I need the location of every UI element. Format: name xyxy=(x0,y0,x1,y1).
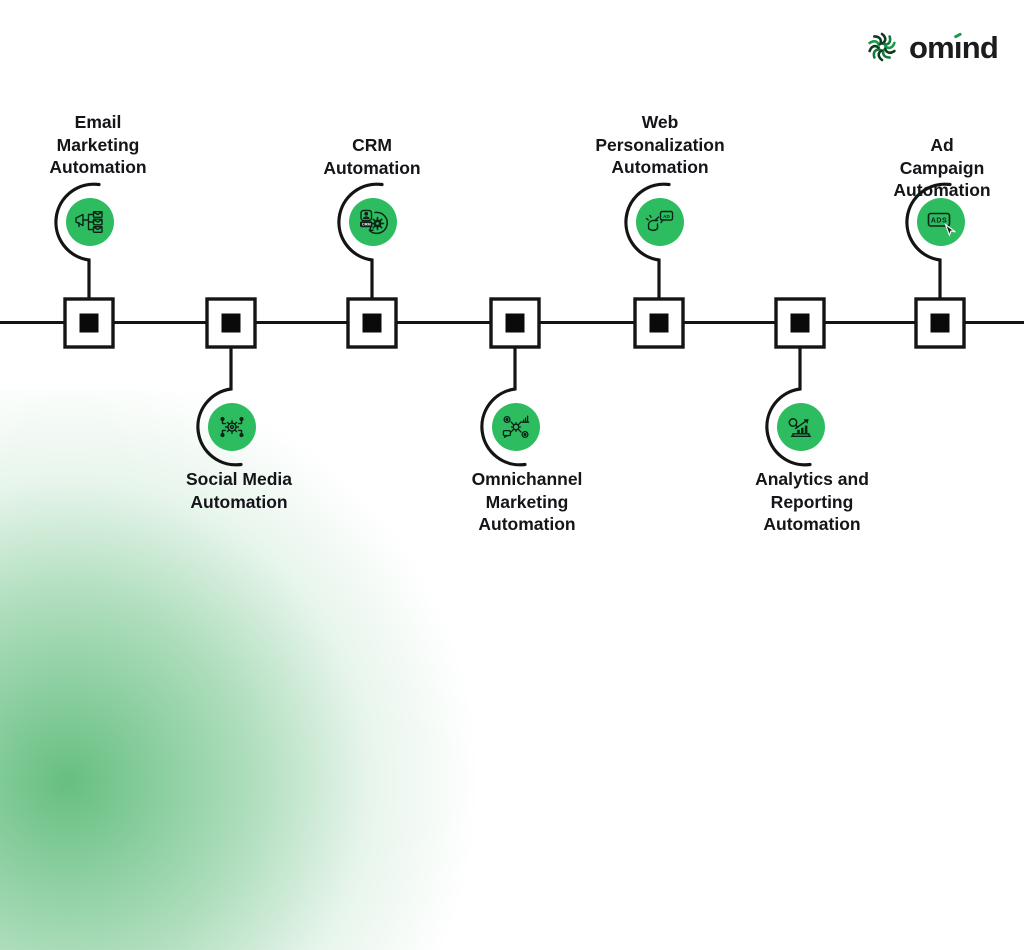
timeline-node-square xyxy=(346,297,398,349)
connector-crm xyxy=(337,182,384,301)
node-connectors-above xyxy=(54,182,952,301)
crm-icon: CRM xyxy=(360,209,388,235)
ad-tag-text: AD xyxy=(663,214,670,219)
label-email-marketing: Email Marketing Automation xyxy=(49,112,147,177)
connector-email xyxy=(54,182,101,301)
timeline-node-square xyxy=(205,297,257,349)
timeline-node-square xyxy=(63,297,115,349)
timeline-graphic: CRM AD xyxy=(0,182,1024,467)
omind-wordmark: om ı nd xyxy=(908,29,999,65)
label-social-media: Social Media Automation xyxy=(185,469,293,512)
timeline-node-square xyxy=(774,297,826,349)
node-connectors-below xyxy=(196,345,812,467)
email-marketing-icon xyxy=(75,210,103,233)
timeline-node-square xyxy=(633,297,685,349)
connector-social-media xyxy=(196,345,243,467)
label-omnichannel: Omnichannel Marketing Automation xyxy=(471,469,583,534)
timeline-squares xyxy=(63,297,966,349)
analytics-icon xyxy=(788,418,812,437)
circle-web-personalization xyxy=(636,198,684,246)
logo-text-om: om xyxy=(908,29,955,65)
timeline-node-square xyxy=(489,297,541,349)
logo-text-nd: nd xyxy=(961,29,999,65)
label-web-personalization: Web Personalization Automation xyxy=(595,112,725,177)
omnichannel-icon xyxy=(502,415,530,439)
label-analytics: Analytics and Reporting Automation xyxy=(755,469,869,534)
circle-analytics xyxy=(777,403,825,451)
connector-omnichannel xyxy=(480,345,527,467)
ads-text: ADS xyxy=(931,217,947,224)
timeline-node-square xyxy=(914,297,966,349)
circle-omnichannel xyxy=(492,403,540,451)
circle-social-media xyxy=(208,403,256,451)
web-personalization-icon: AD xyxy=(645,210,674,232)
circle-ad-campaign xyxy=(917,198,965,246)
omind-logo: om ı nd xyxy=(862,27,999,67)
label-crm: CRM Automation xyxy=(323,135,421,178)
circle-crm xyxy=(349,198,397,246)
connector-analytics xyxy=(765,345,812,467)
social-media-icon xyxy=(220,416,244,438)
connector-ad-campaign xyxy=(905,182,952,301)
label-ad-campaign: Ad Campaign Automation xyxy=(893,135,991,200)
omind-swirl-icon xyxy=(868,32,896,62)
logo-letter-i: ı xyxy=(953,29,963,65)
crm-badge-text: CRM xyxy=(362,222,372,227)
connector-web-personalization xyxy=(624,182,671,301)
ad-campaign-icon: ADS xyxy=(927,212,956,237)
